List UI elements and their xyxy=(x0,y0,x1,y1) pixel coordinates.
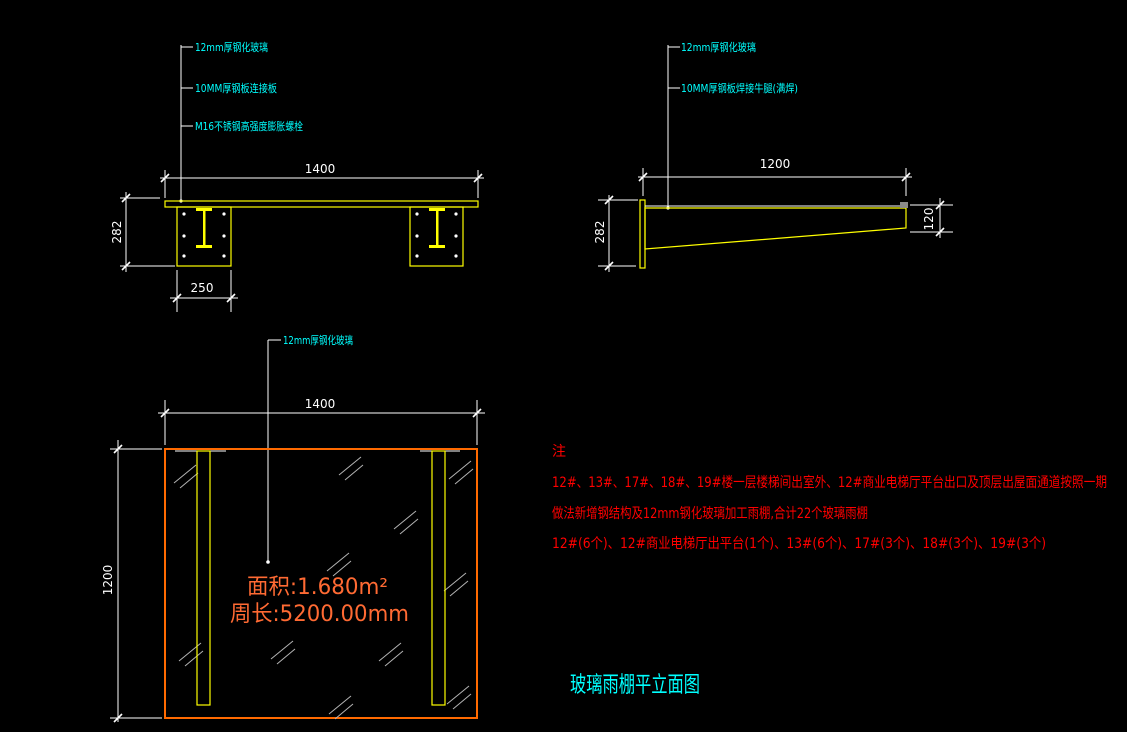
dimension-plate-width xyxy=(170,270,238,312)
glass-canopy-outline xyxy=(164,448,478,719)
dim-text-plate-width: 250 xyxy=(191,281,214,295)
label-anchor-bolt: M16不锈钢高强度膨胀螺栓 xyxy=(195,119,303,133)
dim-text-width-left: 1400 xyxy=(305,162,336,176)
steel-plate-left xyxy=(176,206,232,267)
leader-left xyxy=(179,45,193,203)
dimension-width-plan xyxy=(158,400,485,445)
dim-text-height-right: 282 xyxy=(593,221,607,244)
glass-hatch-pattern xyxy=(173,456,474,720)
cantilever-bracket xyxy=(639,199,908,269)
section-view-left: 12mm厚钢化玻璃 10MM厚钢板连接板 M16不锈钢高强度膨胀螺栓 1400 xyxy=(110,40,484,312)
section-view-right: 12mm厚钢化玻璃 10MM厚钢板焊接牛腿(满焊) 1200 282 xyxy=(593,40,953,272)
label-glass-right: 12mm厚钢化玻璃 xyxy=(681,40,756,54)
glass-hatch-line xyxy=(184,650,204,667)
leader-plan xyxy=(266,339,281,564)
glass-hatch-line xyxy=(448,460,472,480)
notes-line-2: 做法新增钢结构及12mm钢化玻璃加工雨棚,合计22个玻璃雨棚 xyxy=(552,505,868,522)
label-glass-plan: 12mm厚钢化玻璃 xyxy=(283,333,353,347)
glass-hatch-line xyxy=(328,695,352,715)
notes-heading: 注 xyxy=(552,444,566,460)
notes-line-3: 12#(6个)、12#商业电梯厅出平台(1个)、13#(6个)、17#(3个)、… xyxy=(552,536,1046,552)
dim-text-width-right: 1200 xyxy=(760,157,791,171)
glass-hatch-line xyxy=(344,464,364,481)
glass-hatch-line xyxy=(270,640,294,660)
label-connection-plate: 10MM厚钢板连接板 xyxy=(195,81,277,95)
dim-text-width-plan: 1400 xyxy=(305,397,336,411)
glass-hatch-line xyxy=(378,642,402,662)
glass-hatch-line xyxy=(446,685,470,705)
glass-hatch-line xyxy=(452,693,472,710)
dim-text-end-height: 120 xyxy=(922,208,936,231)
glass-hatch-line xyxy=(276,648,296,665)
perimeter-measurement: 周长:5200.00mm xyxy=(230,602,409,627)
dimension-height-right xyxy=(598,195,638,272)
glass-hatch-line xyxy=(399,518,419,535)
dim-text-depth-plan: 1200 xyxy=(101,565,115,596)
dim-text-height-left: 282 xyxy=(110,221,124,244)
area-measurement: 面积:1.680m² xyxy=(247,575,388,600)
dimension-depth-plan xyxy=(110,440,162,723)
glass-hatch-line xyxy=(334,703,354,720)
drawing-title: 玻璃雨棚平立面图 xyxy=(570,673,700,698)
steel-beam-plan-right xyxy=(420,450,460,706)
dimension-height-left xyxy=(120,192,175,272)
steel-plate-right xyxy=(409,206,464,267)
glass-hatch-line xyxy=(449,580,469,597)
dimension-end-height xyxy=(910,198,953,238)
glass-hatch-line xyxy=(332,560,352,577)
glass-hatch-line xyxy=(384,650,404,667)
notes-block: 注 12#、13#、17#、18#、19#楼一层楼梯间出室外、12#商业电梯厅平… xyxy=(552,444,1107,552)
glass-hatch-line xyxy=(338,456,362,476)
notes-line-1: 12#、13#、17#、18#、19#楼一层楼梯间出室外、12#商业电梯厅平台出… xyxy=(552,474,1107,491)
glass-hatch-line xyxy=(173,464,197,484)
glass-panel-section-left xyxy=(164,200,479,208)
dimension-width-right xyxy=(638,168,912,196)
dimension-width-left xyxy=(160,170,484,198)
label-bracket: 10MM厚钢板焊接牛腿(满焊) xyxy=(681,81,798,95)
steel-beam-plan-left xyxy=(175,450,226,706)
plan-view: 12mm厚钢化玻璃 1400 1200 面积:1.680m² xyxy=(101,333,485,723)
label-glass: 12mm厚钢化玻璃 xyxy=(195,40,268,54)
glass-hatch-line xyxy=(454,468,474,485)
glass-hatch-line xyxy=(393,510,417,530)
glass-hatch-line xyxy=(326,552,350,572)
glass-hatch-line xyxy=(179,472,199,489)
glass-hatch-line xyxy=(443,572,467,592)
